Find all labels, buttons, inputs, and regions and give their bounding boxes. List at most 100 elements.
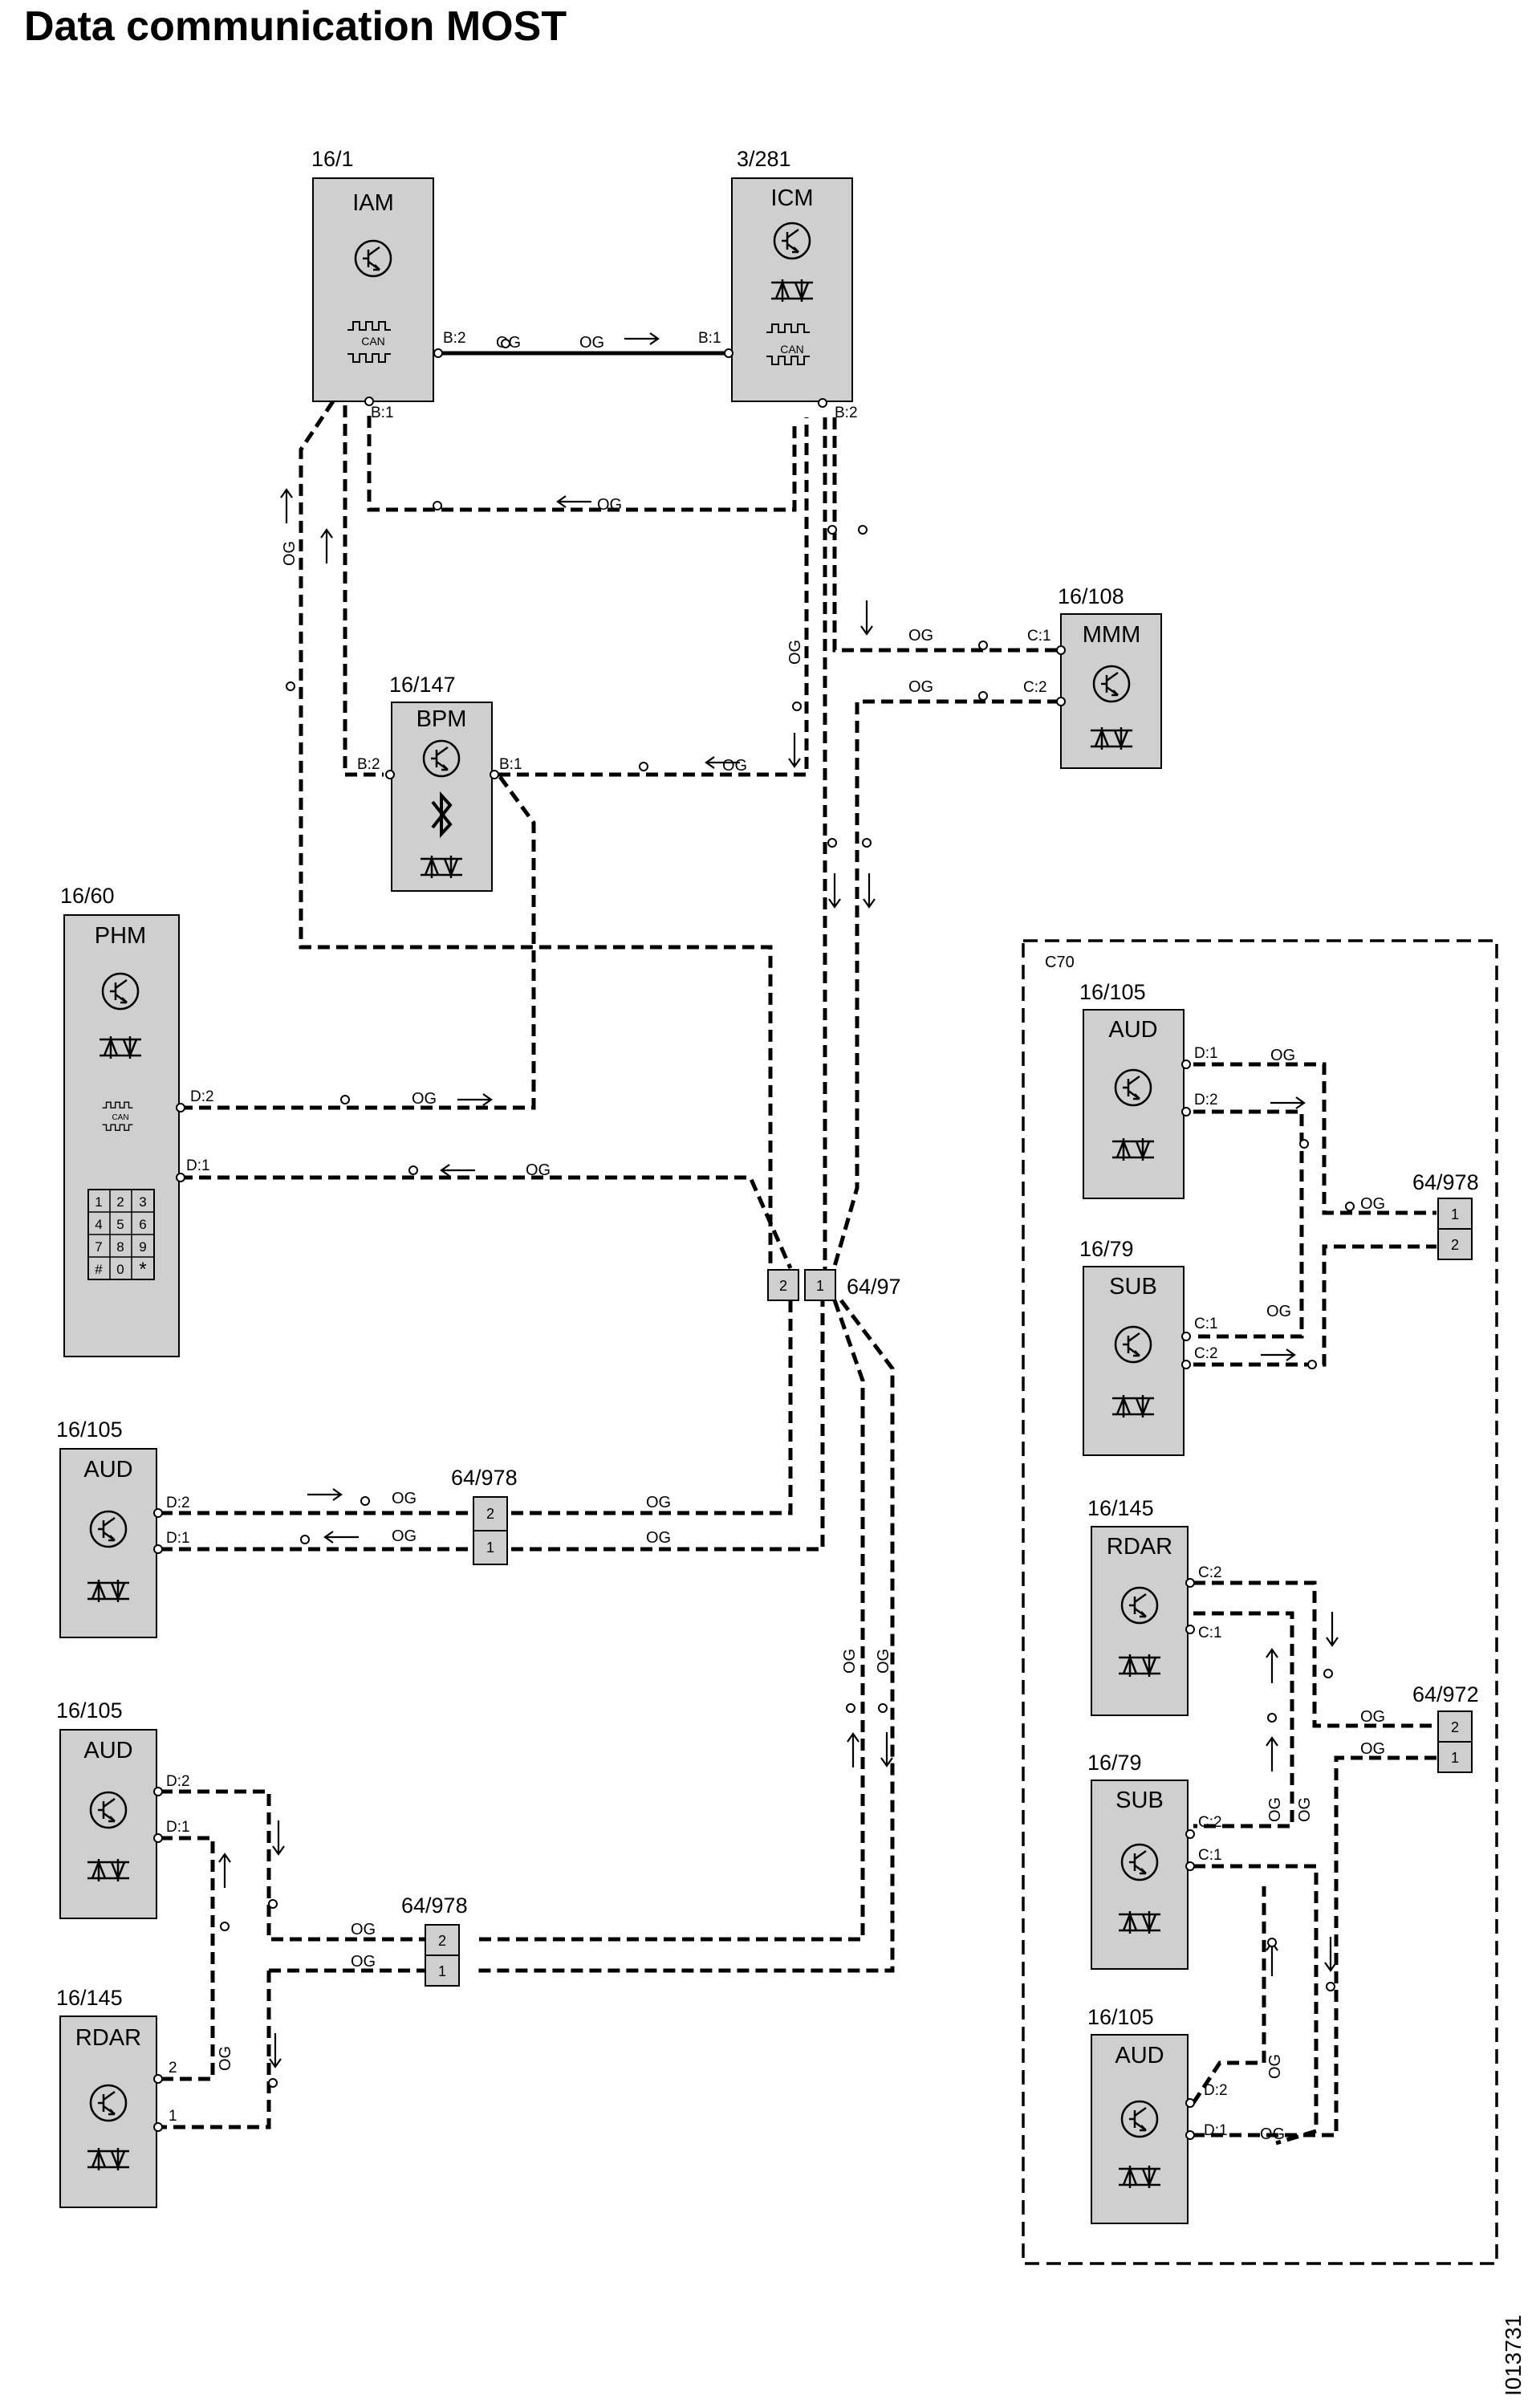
wire-label-og: OG <box>412 1090 437 1108</box>
keypad-icon: 1 2 3 4 5 6 7 8 9 # 0 * <box>87 1189 155 1280</box>
pin-label: B:1 <box>499 756 522 773</box>
module-ref: 16/145 <box>1087 1496 1154 1520</box>
wire-label-og: OG <box>1360 1195 1385 1213</box>
connector-pin: 2 <box>1451 1237 1459 1253</box>
connector-pin: 1 <box>486 1540 494 1556</box>
pin-label: D:1 <box>1204 2122 1228 2139</box>
wire-label-og: OG <box>1360 1740 1385 1758</box>
wire-label-og: OG <box>722 757 747 775</box>
pin-label: B:2 <box>443 330 466 347</box>
pin-label: 2 <box>169 2060 177 2076</box>
wire-label-og: OG <box>1360 1708 1385 1726</box>
wire-label-og: OG <box>217 2046 234 2071</box>
module-iam: 16/1 IAM CAN <box>311 147 434 402</box>
c70-frame <box>1022 939 1498 2265</box>
pin-label: C:1 <box>1198 1625 1222 1641</box>
module-ref: 16/79 <box>1079 1237 1134 1261</box>
keypad-key: * <box>139 1259 146 1280</box>
wire-label-og: OG <box>1270 1047 1295 1064</box>
wire-label-og: OG <box>841 1649 859 1674</box>
pin-label: D:2 <box>166 1773 190 1790</box>
module-name: AUD <box>1115 2043 1164 2068</box>
module-icm: 3/281 ICM CAN <box>731 147 853 402</box>
connector-64-978: 64/978 2 1 <box>451 1466 518 1565</box>
frame-label: C70 <box>1045 954 1075 971</box>
pin-label: 1 <box>169 2108 177 2125</box>
can-label: CAN <box>780 343 804 356</box>
wire-label-og: OG <box>392 1527 417 1545</box>
wire-label-og: OG <box>597 496 622 514</box>
wire-label-og: OG <box>281 541 299 566</box>
wire-label-og: OG <box>1260 2125 1285 2143</box>
module-name: IAM <box>352 190 394 216</box>
module-ref: 3/281 <box>737 147 791 171</box>
module-ref: 16/145 <box>56 1986 123 2010</box>
wire-label-og: OG <box>1266 1797 1284 1822</box>
module-name: PHM <box>95 923 146 949</box>
connector-64-97: 2 1 64/97 <box>767 1269 901 1301</box>
module-aud: 16/105 AUD <box>56 1418 157 1638</box>
document-id: I013731 <box>1501 2315 1526 2396</box>
pin-labels: B:2 B:1 B:1 B:2 C:1 C:2 B:2 B:1 D:2 D:1 … <box>153 330 1228 2140</box>
keypad-key: 1 <box>95 1194 102 1210</box>
keypad-key: 3 <box>139 1194 146 1210</box>
wire-label-og: OG <box>646 1529 671 1547</box>
wire-label-og: OG <box>875 1649 892 1674</box>
pin-label: B:1 <box>698 330 721 347</box>
module-name: RDAR <box>75 2025 141 2051</box>
connector-ref: 64/978 <box>1412 1170 1479 1194</box>
connector-pin: 2 <box>1451 1719 1459 1735</box>
pin-label: B:1 <box>371 405 394 421</box>
pin-label: B:2 <box>357 756 380 773</box>
module-sub: 16/79 SUB <box>1087 1751 1189 1970</box>
module-ref: 16/147 <box>389 673 456 697</box>
pin-label: D:2 <box>190 1088 214 1105</box>
wires <box>161 351 1437 2146</box>
pin-label: D:2 <box>1194 1092 1218 1108</box>
pin-label: D:1 <box>1194 1045 1218 1062</box>
module-ref: 16/79 <box>1087 1751 1142 1775</box>
module-name: BPM <box>417 706 467 732</box>
connector-pin: 2 <box>779 1278 787 1294</box>
wire-label-og: OG <box>908 627 933 645</box>
keypad-key: 0 <box>116 1262 124 1277</box>
module-ref: 16/105 <box>1087 2005 1154 2029</box>
module-name: ICM <box>770 185 813 211</box>
wire-label-og: OG <box>351 1921 376 1938</box>
module-mmm: 16/108 MMM <box>1058 584 1162 769</box>
pin-label: C:2 <box>1198 1564 1222 1581</box>
connector-ref: 64/978 <box>451 1466 518 1490</box>
wire-label-og: OG <box>908 678 933 696</box>
module-name: AUD <box>83 1738 132 1763</box>
connector-ref: 64/978 <box>401 1893 468 1918</box>
module-ref: 16/105 <box>1079 980 1146 1004</box>
pin-label: D:1 <box>166 1819 190 1836</box>
pin-label: C:2 <box>1023 679 1047 696</box>
module-ref: 16/105 <box>56 1698 123 1723</box>
module-ref: 16/60 <box>60 884 115 908</box>
connector-64-978: 64/978 2 1 <box>401 1893 468 1987</box>
module-ref: 16/108 <box>1058 584 1124 608</box>
keypad-key: 8 <box>116 1239 124 1255</box>
pin-label: C:1 <box>1198 1847 1222 1864</box>
wire-label-og: OG <box>1266 2054 1284 2079</box>
module-sub: 16/79 SUB <box>1079 1237 1185 1456</box>
pin-label: D:2 <box>166 1495 190 1511</box>
connector-pin: 1 <box>816 1278 824 1294</box>
module-name: MMM <box>1083 622 1140 648</box>
wire-label-og: OG <box>392 1490 417 1507</box>
keypad-key: 6 <box>139 1217 146 1232</box>
wire-label-og: OG <box>1296 1797 1314 1822</box>
keypad-key: 2 <box>116 1194 124 1210</box>
wire-markers <box>220 339 1355 2088</box>
module-name: SUB <box>1115 1788 1164 1813</box>
module-bpm: 16/147 BPM <box>389 673 493 892</box>
pin-label: C:1 <box>1027 628 1051 645</box>
pin-label: D:1 <box>166 1530 190 1547</box>
wire-label-og: OG <box>1266 1303 1291 1320</box>
wire-label-og: OG <box>786 640 804 665</box>
module-phm: 16/60 PHM CAN 1 2 3 4 5 6 7 8 9 # 0 * <box>60 884 180 1357</box>
pin-label: D:2 <box>1204 2082 1228 2099</box>
